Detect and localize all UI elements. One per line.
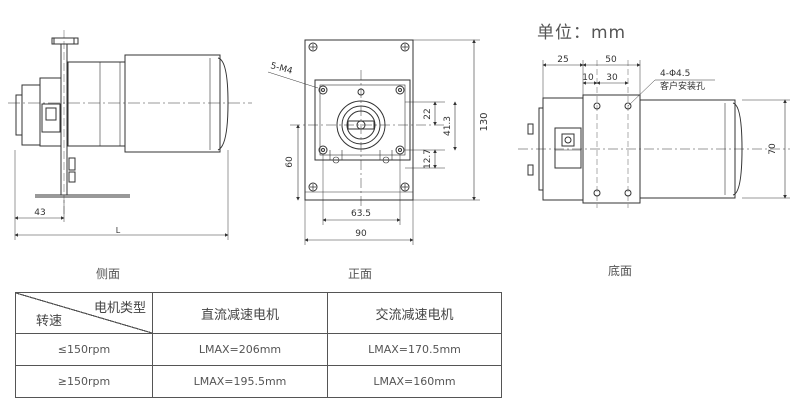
bottom-view-drawing [518, 60, 790, 208]
front-view-drawing [267, 39, 480, 245]
spec-table: 电机类型 转速 直流减速电机 交流减速电机 ≤150rpm LMAX=206mm… [15, 292, 502, 398]
bottom-dim-70: 70 [768, 143, 778, 155]
header-ac-motor: 交流减速电机 [327, 292, 502, 334]
row-dc-value: LMAX=195.5mm [152, 365, 328, 398]
front-dim-60: 60 [285, 156, 295, 168]
header-dc-motor: 直流减速电机 [152, 292, 328, 334]
front-dim-12-7: 12.7 [423, 149, 433, 169]
technical-drawing: 43 L [8, 30, 790, 245]
side-dim-L: L [116, 226, 121, 235]
unit-label: 单位：mm [537, 23, 627, 43]
bottom-dim-hole-note: 客户安装孔 [660, 80, 705, 92]
bottom-view-label: 底面 [608, 264, 633, 278]
row-speed: ≤150rpm [15, 333, 153, 366]
row-dc-value: LMAX=206mm [152, 333, 328, 366]
side-view-drawing [8, 30, 252, 240]
front-dim-130: 130 [479, 112, 490, 131]
header-speed: 转速 [36, 314, 63, 329]
side-dim-43: 43 [34, 208, 45, 218]
front-view-label: 正面 [348, 267, 373, 281]
table-header-row: 电机类型 转速 直流减速电机 交流减速电机 [15, 292, 502, 334]
front-dim-41-3: 41.3 [443, 116, 453, 136]
table-row: ≤150rpm LMAX=206mm LMAX=170.5mm [15, 333, 502, 366]
row-ac-value: LMAX=160mm [327, 365, 502, 398]
front-dim-5m4: 5-M4 [269, 61, 294, 77]
table-header-diagonal-cell: 电机类型 转速 [15, 292, 153, 334]
header-motor-type: 电机类型 [93, 301, 146, 316]
bottom-dim-30: 30 [606, 73, 618, 83]
row-ac-value: LMAX=170.5mm [327, 333, 502, 366]
row-speed: ≥150rpm [15, 365, 153, 398]
front-dim-22: 22 [423, 108, 433, 119]
bottom-dim-10: 10 [582, 73, 594, 83]
front-dim-63-5: 63.5 [351, 209, 371, 219]
front-dim-90: 90 [355, 229, 367, 239]
side-view-label: 侧面 [96, 267, 121, 281]
bottom-dim-hole: 4-Φ4.5 [660, 69, 690, 79]
bottom-dim-50: 50 [605, 55, 617, 65]
table-row: ≥150rpm LMAX=195.5mm LMAX=160mm [15, 365, 502, 398]
bottom-dim-25: 25 [557, 55, 568, 65]
